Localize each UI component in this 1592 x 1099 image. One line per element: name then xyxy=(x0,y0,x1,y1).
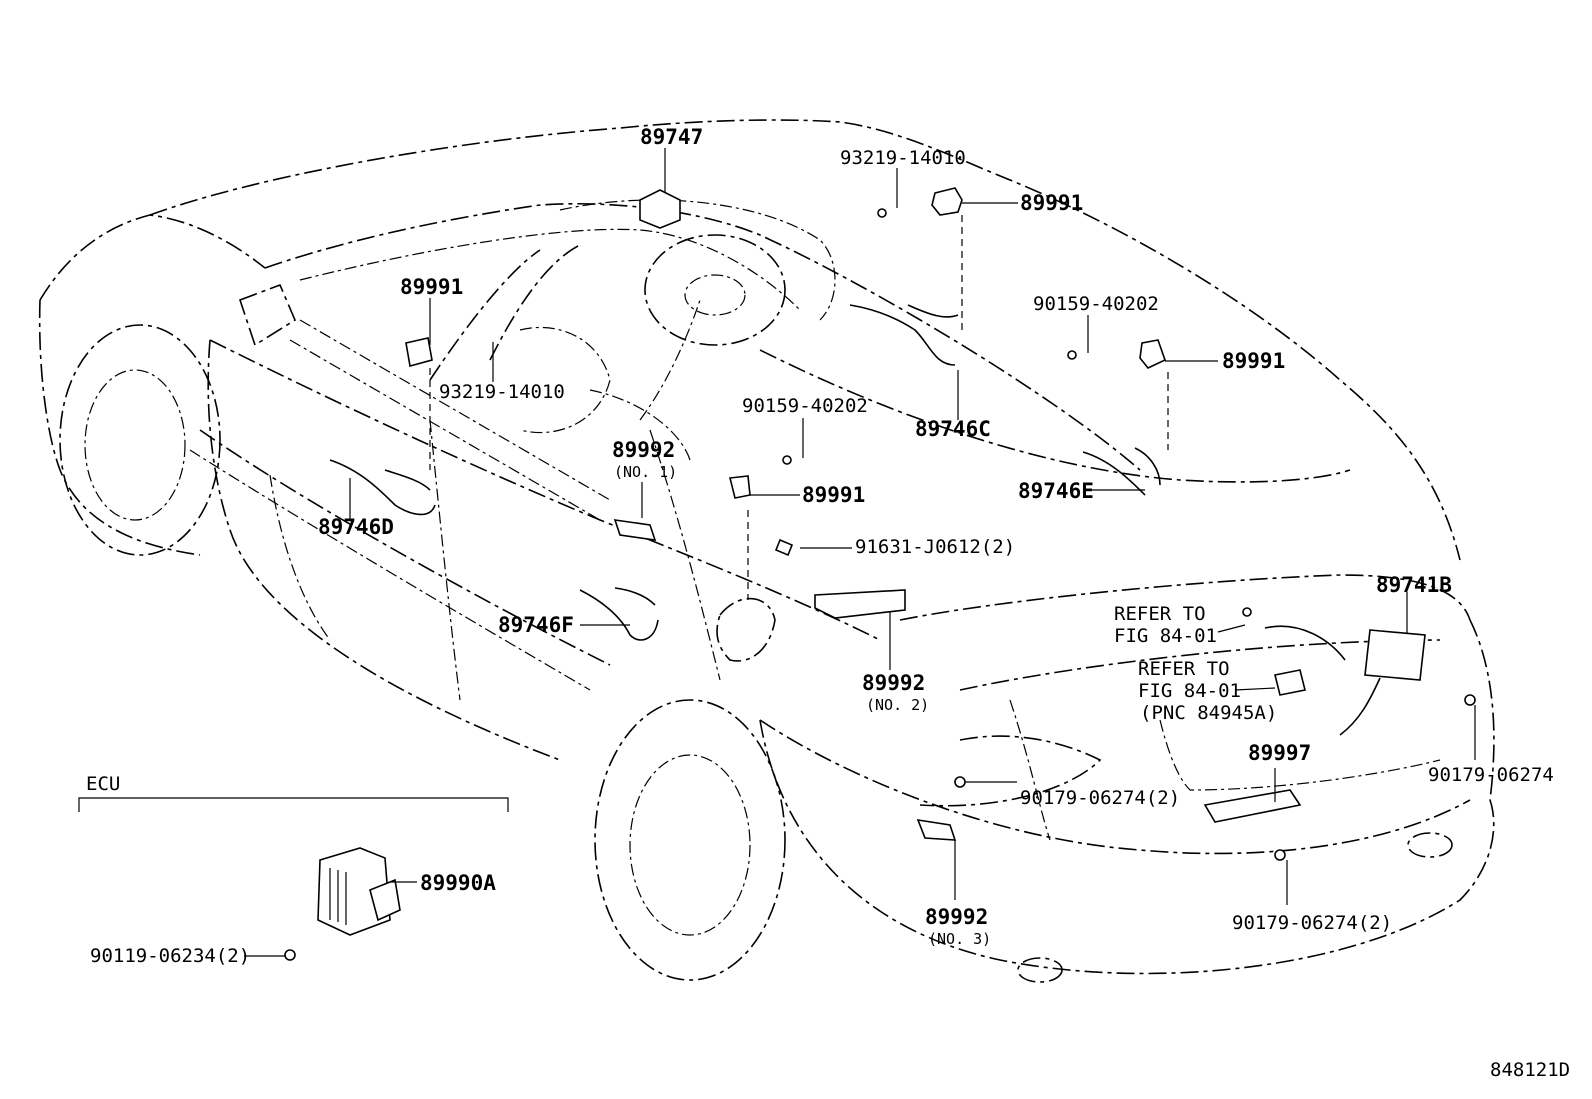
part-89992-no2-shape xyxy=(814,589,906,619)
label-89990A: 89990A xyxy=(420,871,496,895)
label-90179-06274-right: 90179-06274 xyxy=(1428,764,1554,786)
part-shapes xyxy=(284,187,1476,961)
part-89991-right-shape xyxy=(1139,339,1166,369)
part-89991-left-shape xyxy=(405,337,433,368)
leader-lines xyxy=(78,148,1476,957)
label-93219-14010-top: 93219-14010 xyxy=(840,147,966,169)
harness-89746D-shape xyxy=(329,459,436,516)
ecu-89990A-shape xyxy=(284,847,401,961)
label-89746C: 89746C xyxy=(915,417,991,441)
label-89747: 89747 xyxy=(640,125,703,149)
label-89746E: 89746E xyxy=(1018,479,1094,503)
label-89992-no3-sub: (NO. 3) xyxy=(928,930,991,948)
label-refer-1-line2: FIG 84-01 xyxy=(1114,625,1217,647)
part-labels: 89747 93219-14010 89991 89991 93219-1401… xyxy=(86,125,1570,1081)
label-89746F: 89746F xyxy=(498,613,574,637)
label-90119-06234: 90119-06234(2) xyxy=(90,945,250,967)
label-refer-2-line2: FIG 84-01 xyxy=(1138,680,1241,702)
label-90179-06274-bottom: 90179-06274(2) xyxy=(1232,912,1392,934)
label-89992-no3: 89992 xyxy=(925,905,988,929)
label-89992-no2: 89992 xyxy=(862,671,925,695)
label-90159-40202-right: 90159-40202 xyxy=(1033,293,1159,315)
part-89991-top-shape xyxy=(931,187,963,216)
figure-code: 848121D xyxy=(1490,1059,1570,1081)
harness-89746E-shape xyxy=(1082,447,1161,496)
label-refer-2-line3: (PNC 84945A) xyxy=(1140,702,1277,724)
car-outline xyxy=(38,119,1495,983)
label-89991-left: 89991 xyxy=(400,275,463,299)
label-90159-40202-mid: 90159-40202 xyxy=(742,395,868,417)
part-89997-shape xyxy=(1203,789,1302,823)
label-89992-no2-sub: (NO. 2) xyxy=(866,696,929,714)
part-89992-no1-shape xyxy=(613,519,657,541)
label-89992-no1: 89992 xyxy=(612,438,675,462)
label-89992-no1-sub: (NO. 1) xyxy=(614,463,677,481)
label-refer-2-line1: REFER TO xyxy=(1138,658,1230,680)
label-91631-J0612: 91631-J0612(2) xyxy=(855,536,1015,558)
label-90179-06274-mid: 90179-06274(2) xyxy=(1020,787,1180,809)
harness-89746C-shape xyxy=(849,304,959,366)
label-93219-14010-left: 93219-14010 xyxy=(439,381,565,403)
label-89991-right: 89991 xyxy=(1222,349,1285,373)
part-89992-no3-shape xyxy=(916,818,957,841)
label-89746D: 89746D xyxy=(318,515,394,539)
label-89991-top: 89991 xyxy=(1020,191,1083,215)
part-89991-mid-shape xyxy=(729,475,751,499)
label-refer-1-line1: REFER TO xyxy=(1114,603,1206,625)
label-89741B: 89741B xyxy=(1376,573,1452,597)
label-89997: 89997 xyxy=(1248,741,1311,765)
label-89991-mid: 89991 xyxy=(802,483,865,507)
part-89747-shape xyxy=(639,189,681,229)
harness-89746F-shape xyxy=(579,587,659,641)
ecu-section-title: ECU xyxy=(86,773,120,795)
part-89741B-shape xyxy=(1364,629,1426,681)
